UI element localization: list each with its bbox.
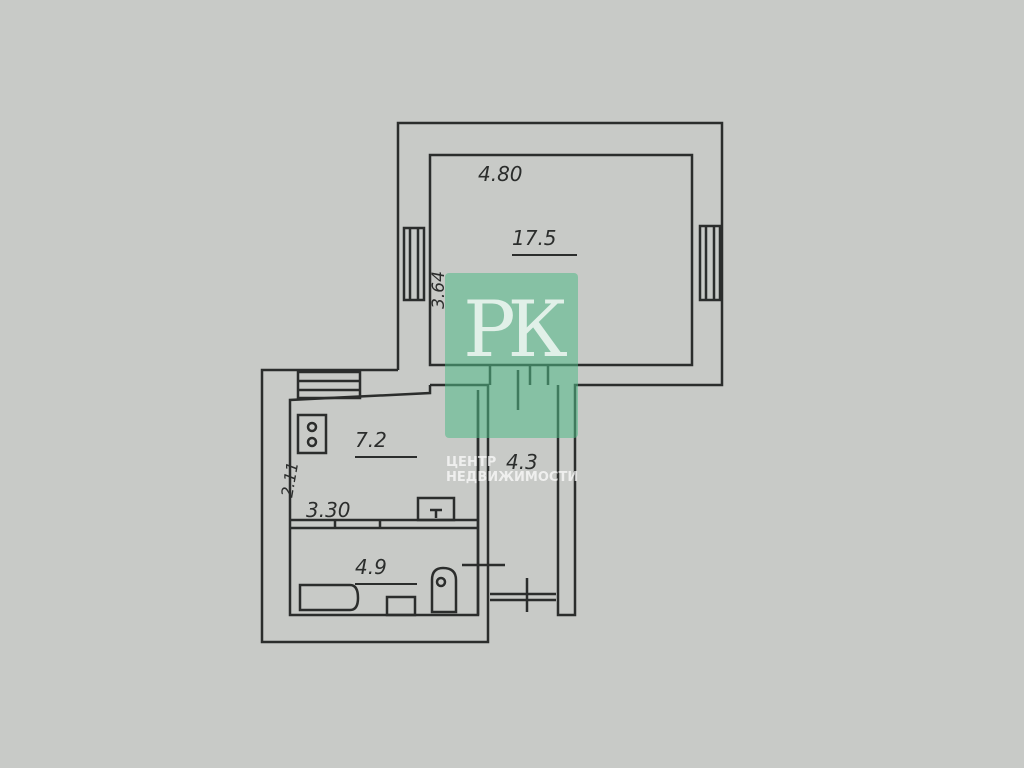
window-right bbox=[698, 224, 722, 302]
stove-icon bbox=[296, 413, 328, 455]
corridor-area-label: 4.3 bbox=[506, 450, 538, 474]
watermark-logo: РК bbox=[445, 273, 578, 438]
window-left bbox=[402, 226, 426, 302]
living-area-label: 17.5 bbox=[512, 226, 577, 256]
washbasin-icon bbox=[385, 595, 417, 617]
logo-letters: РК bbox=[463, 285, 568, 375]
entrance-door bbox=[462, 563, 556, 612]
sink-icon bbox=[416, 496, 456, 522]
bathroom-area-label: 4.9 bbox=[355, 555, 417, 585]
bathtub-icon bbox=[298, 583, 360, 612]
watermark-text: ЦЕНТР НЕДВИЖИМОСТИ bbox=[446, 455, 578, 485]
kitchen-width-label: 3.30 bbox=[306, 498, 351, 522]
watermark-line2: НЕДВИЖИМОСТИ bbox=[446, 470, 579, 485]
toilet-icon bbox=[430, 566, 458, 614]
living-width-label: 4.80 bbox=[478, 162, 523, 186]
kitchen-area-label: 7.2 bbox=[355, 428, 417, 458]
living-depth-label: 3.64 bbox=[428, 271, 449, 309]
window-kitchen bbox=[296, 370, 362, 400]
watermark-line1: ЦЕНТР bbox=[446, 455, 497, 470]
